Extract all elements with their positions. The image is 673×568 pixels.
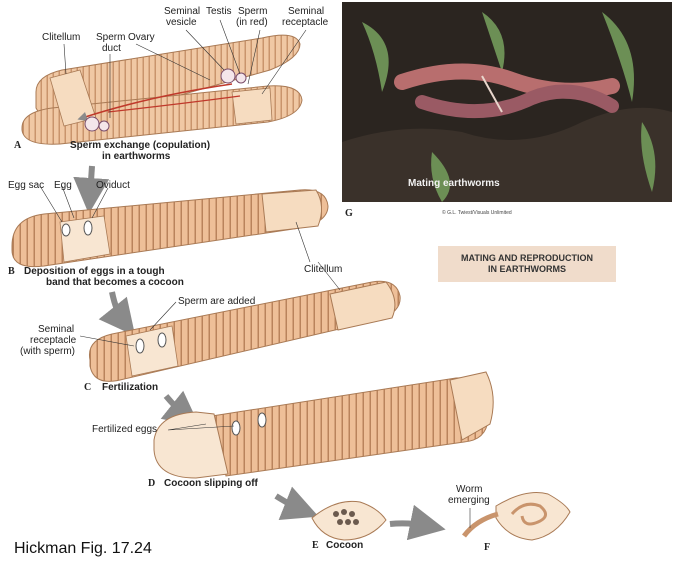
egg-band-b — [59, 215, 111, 263]
panel-a-worms — [21, 19, 307, 145]
label-seminal-receptacle-c-1: Seminal — [38, 324, 75, 335]
sperm-path-red-2 — [107, 95, 241, 113]
label-sperm-duct-a-2: duct — [102, 43, 121, 54]
label-fertilized-eggs-d: Fertilized eggs — [92, 424, 158, 435]
panel-b-letter: B — [8, 266, 15, 277]
arrow-c-to-d — [160, 390, 201, 428]
panel-e-cocoon — [311, 500, 387, 541]
cocoon-f — [495, 492, 571, 541]
label-oviduct-b: Oviduct — [96, 180, 130, 191]
label-sperm-duct-a-1: Sperm — [96, 32, 126, 43]
label-seminal-vesicle-a-1: Seminal — [164, 6, 201, 17]
panel-f-emerging — [462, 492, 571, 541]
seminal-vesicle-a — [220, 68, 236, 84]
label-seminal-receptacle-a-2: receptacle — [282, 17, 329, 28]
emerging-worm-f — [462, 511, 499, 538]
label-sperm-red-a-2: (in red) — [236, 17, 268, 28]
panel-e-caption: Cocoon — [326, 540, 364, 551]
label-seminal-vesicle-a-2: vesicle — [166, 17, 197, 28]
testis-a-lower — [98, 120, 110, 132]
label-clitellum-a: Clitellum — [42, 32, 81, 43]
label-ovary-a: Ovary — [128, 32, 155, 43]
label-clitellum-b: Clitellum — [304, 264, 343, 275]
panel-b-worm — [11, 185, 329, 268]
clitellum-d — [449, 371, 494, 441]
photo-illustration — [342, 2, 672, 202]
leader-lines-d — [167, 423, 235, 431]
arrow-e-to-f — [389, 504, 446, 541]
label-egg-sac-b: Egg sac — [8, 180, 45, 191]
cocoon-d — [153, 411, 229, 479]
clitellum-a-lower — [231, 87, 273, 125]
ovary-b — [83, 220, 93, 236]
label-worm-emerging-f-2: emerging — [448, 495, 490, 506]
panel-f-letter: F — [484, 542, 491, 553]
panel-d-caption: Cocoon slipping off — [164, 478, 258, 489]
photo-caption: Mating earthworms — [408, 178, 500, 189]
title-line-1: MATING AND REPRODUCTION — [461, 253, 593, 263]
figure-reference: Hickman Fig. 17.24 — [14, 540, 152, 557]
leader-lines-c — [79, 261, 341, 347]
panel-a-caption-1: Sperm exchange (copulation) — [70, 140, 211, 151]
cocoon-eggs — [333, 509, 359, 525]
arrow-d-to-e — [274, 486, 319, 521]
fertilized-egg-d — [231, 420, 241, 436]
receptacle-c-2 — [157, 332, 167, 348]
label-seminal-receptacle-a-1: Seminal — [288, 6, 325, 17]
label-egg-b: Egg — [54, 180, 72, 191]
panel-d-worm — [153, 371, 494, 479]
seminal-vesicle-a-lower — [84, 116, 100, 132]
label-sperm-red-a-1: Sperm — [238, 6, 268, 17]
panel-c-worm — [79, 261, 401, 382]
panel-e-letter: E — [312, 540, 319, 551]
label-sperm-added-c: Sperm are added — [178, 296, 256, 307]
testis-a — [235, 72, 247, 84]
fertilized-egg-d-2 — [257, 412, 267, 428]
curled-worm-f — [510, 502, 547, 526]
arrow-a-to-b — [73, 165, 110, 214]
panel-b-caption-2: band that becomes a cocoon — [46, 277, 184, 288]
title-line-2: IN EARTHWORMS — [488, 264, 566, 274]
leader-lines-b — [39, 185, 311, 263]
mating-earthworms-photo: Mating earthworms — [342, 2, 672, 202]
clitellum-b — [261, 189, 322, 233]
clitellum-c — [329, 281, 396, 331]
sperm-path-red — [77, 83, 233, 122]
figure-title-box: MATING AND REPRODUCTION IN EARTHWORMS — [438, 246, 616, 282]
panel-c-caption: Fertilization — [102, 382, 159, 393]
panel-a-caption-2: in earthworms — [102, 151, 171, 162]
panel-a-letter: A — [14, 140, 22, 151]
label-seminal-receptacle-c-2: receptacle — [30, 335, 77, 346]
worm-d-body — [211, 377, 489, 477]
panel-c-letter: C — [84, 382, 92, 393]
panel-d-letter: D — [148, 478, 156, 489]
panel-b-caption-1: Deposition of eggs in a tough — [24, 266, 165, 277]
receptacle-c — [135, 338, 145, 354]
arrow-b-to-c — [98, 291, 136, 337]
label-worm-emerging-f-1: Worm — [456, 484, 483, 495]
photo-credit: © G.L. Twiest/Visuals Unlimited — [442, 210, 512, 216]
egg-sac-b — [61, 223, 71, 237]
label-seminal-receptacle-c-3: (with sperm) — [20, 346, 76, 357]
panel-g-letter: G — [345, 208, 353, 219]
label-testis-a: Testis — [206, 6, 232, 17]
leader-lines-a — [63, 19, 307, 118]
